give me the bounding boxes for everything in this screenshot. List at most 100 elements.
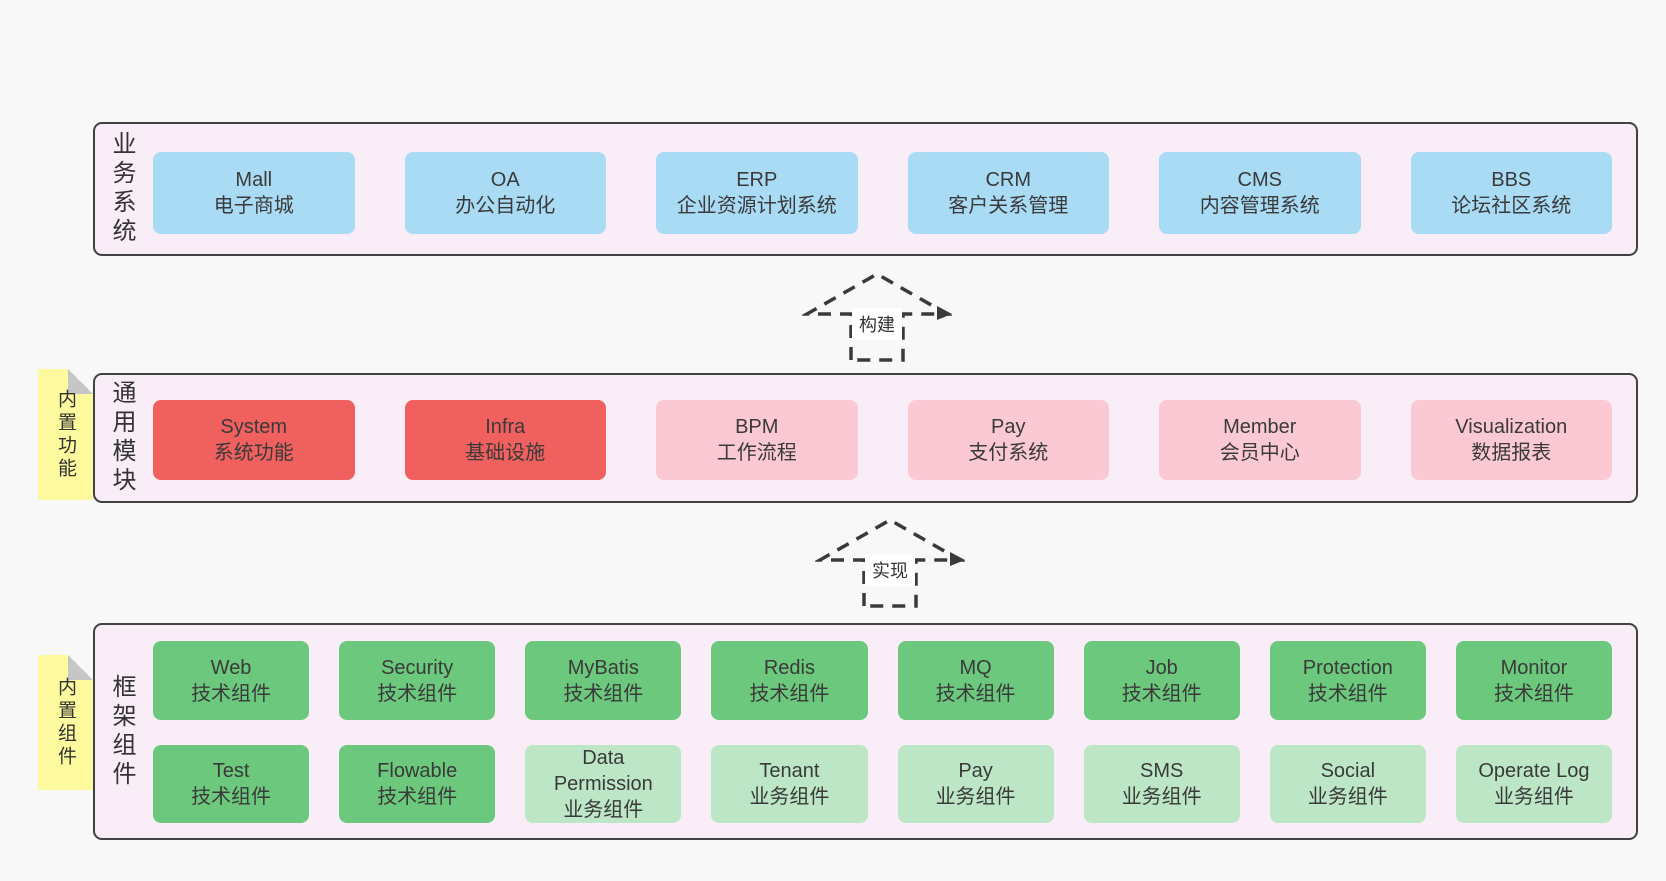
box-subtitle: 技术组件	[377, 786, 458, 808]
box-title: Visualization	[1455, 416, 1568, 438]
box-title: OA	[490, 169, 520, 191]
sticky-note-built-in-components: 内置组件	[38, 655, 93, 790]
box-title: Tenant	[759, 760, 820, 782]
box-sms: SMS 业务组件	[1083, 745, 1240, 823]
box-mall: Mall 电子商城	[153, 152, 355, 234]
layer-label-business-systems: 业务系统	[108, 131, 135, 247]
box-operate-log: Operate Log 业务组件	[1455, 745, 1612, 823]
up-arrow-outline	[815, 517, 965, 608]
box-bpm: BPM 工作流程	[656, 400, 858, 480]
build-arrow	[802, 271, 952, 362]
box-title: Redis	[763, 656, 815, 679]
box-bbs: BBS 论坛社区系统	[1410, 152, 1612, 234]
business-systems-row: Mall 电子商城 OA 办公自动化 ERP 企业资源计划系统 CRM 客户关系…	[153, 152, 1612, 234]
box-title: Member	[1223, 416, 1297, 438]
box-redis: Redis 技术组件	[711, 641, 868, 720]
sticky-note-text: 内置功能	[55, 388, 76, 481]
box-security: Security 技术组件	[339, 641, 496, 720]
box-data-permission: Data Permission 业务组件	[525, 745, 682, 823]
box-title: Pay	[991, 416, 1026, 438]
box-protection: Protection 技术组件	[1269, 641, 1426, 720]
box-subtitle: 会员中心	[1219, 442, 1300, 464]
box-subtitle: 业务组件	[1307, 786, 1388, 808]
box-tenant: Tenant 业务组件	[711, 745, 868, 823]
common-modules-row: System 系统功能 Infra 基础设施 BPM 工作流程 Pay 支付系统…	[153, 400, 1612, 480]
box-subtitle: 技术组件	[1121, 682, 1202, 705]
box-subtitle: 基础设施	[465, 442, 546, 464]
box-title: Mall	[235, 169, 273, 191]
layer-label-framework-components: 框架组件	[108, 673, 135, 790]
box-subtitle: 技术组件	[749, 682, 830, 705]
sticky-note-built-in-features: 内置功能	[38, 369, 93, 500]
box-title: Operate Log	[1478, 760, 1590, 782]
box-title: Social	[1320, 760, 1376, 782]
box-title: Protection	[1302, 656, 1393, 679]
box-visualization: Visualization 数据报表	[1410, 400, 1612, 480]
box-social: Social 业务组件	[1269, 745, 1426, 823]
sticky-note-text: 内置组件	[55, 676, 76, 769]
framework-components-row-2: Test 技术组件 Flowable 技术组件 Data Permission …	[153, 745, 1612, 823]
box-monitor: Monitor 技术组件	[1455, 641, 1612, 720]
box-cms: CMS 内容管理系统	[1159, 152, 1361, 234]
box-title: System	[220, 416, 288, 438]
layer-business-systems: 业务系统 Mall 电子商城 OA 办公自动化 ERP 企业资源计划系统 CRM…	[93, 122, 1638, 256]
box-title: Infra	[485, 416, 526, 438]
box-subtitle: 业务组件	[749, 786, 830, 808]
box-subtitle: 数据报表	[1471, 442, 1552, 464]
box-title: ERP	[736, 169, 778, 191]
box-title: Job	[1145, 656, 1178, 679]
box-title: BPM	[735, 416, 779, 438]
box-subtitle: 技术组件	[191, 786, 272, 808]
box-subtitle: 业务组件	[563, 799, 644, 821]
box-subtitle: 业务组件	[1493, 786, 1574, 808]
box-subtitle: 业务组件	[935, 786, 1016, 808]
box-title: BBS	[1491, 169, 1532, 191]
framework-components-row-1: Web 技术组件 Security 技术组件 MyBatis 技术组件 Redi…	[153, 641, 1612, 720]
box-title: Flowable	[377, 760, 458, 782]
box-test: Test 技术组件	[153, 745, 310, 823]
layer-common-modules: 通用模块 System 系统功能 Infra 基础设施 BPM 工作流程 Pay…	[93, 373, 1638, 503]
box-subtitle: 系统功能	[213, 442, 294, 464]
box-title: MQ	[959, 656, 992, 679]
box-subtitle: 工作流程	[716, 442, 797, 464]
box-member: Member 会员中心	[1159, 400, 1361, 480]
up-arrow-outline	[802, 271, 952, 362]
implement-arrow-label: 实现	[865, 554, 915, 586]
box-title: Test	[212, 760, 250, 782]
box-oa: OA 办公自动化	[404, 152, 606, 234]
box-title: Security	[381, 656, 454, 679]
box-subtitle: 技术组件	[1493, 682, 1574, 705]
arrowhead-icon	[950, 552, 965, 566]
box-subtitle: 客户关系管理	[948, 195, 1069, 217]
box-crm: CRM 客户关系管理	[907, 152, 1109, 234]
box-subtitle: 业务组件	[1121, 786, 1202, 808]
layer-label-common-modules: 通用模块	[108, 380, 135, 496]
box-title: CRM	[985, 169, 1032, 191]
box-job: Job 技术组件	[1083, 641, 1240, 720]
box-pay-module: Pay 支付系统	[907, 400, 1109, 480]
box-mq: MQ 技术组件	[897, 641, 1054, 720]
box-subtitle: 论坛社区系统	[1451, 195, 1572, 217]
box-title: CMS	[1237, 169, 1282, 191]
arrowhead-icon	[937, 306, 952, 320]
box-mybatis: MyBatis 技术组件	[525, 641, 682, 720]
box-subtitle: 电子商城	[213, 195, 294, 217]
folded-corner-icon	[68, 369, 93, 394]
implement-arrow	[815, 517, 965, 608]
box-erp: ERP 企业资源计划系统	[656, 152, 858, 234]
box-subtitle: 技术组件	[377, 682, 458, 705]
box-title: Pay	[958, 760, 993, 782]
box-subtitle: 支付系统	[968, 442, 1049, 464]
box-title: Web	[210, 656, 252, 679]
build-arrow-label: 构建	[852, 308, 902, 340]
box-infra: Infra 基础设施	[404, 400, 606, 480]
box-title: MyBatis	[567, 656, 639, 679]
box-subtitle: 技术组件	[1307, 682, 1388, 705]
box-title: Data Permission	[553, 747, 653, 795]
box-title: Monitor	[1500, 656, 1568, 679]
box-web: Web 技术组件	[153, 641, 310, 720]
box-subtitle: 内容管理系统	[1199, 195, 1320, 217]
box-title: SMS	[1140, 760, 1184, 782]
folded-corner-icon	[68, 655, 93, 680]
box-pay-component: Pay 业务组件	[897, 745, 1054, 823]
